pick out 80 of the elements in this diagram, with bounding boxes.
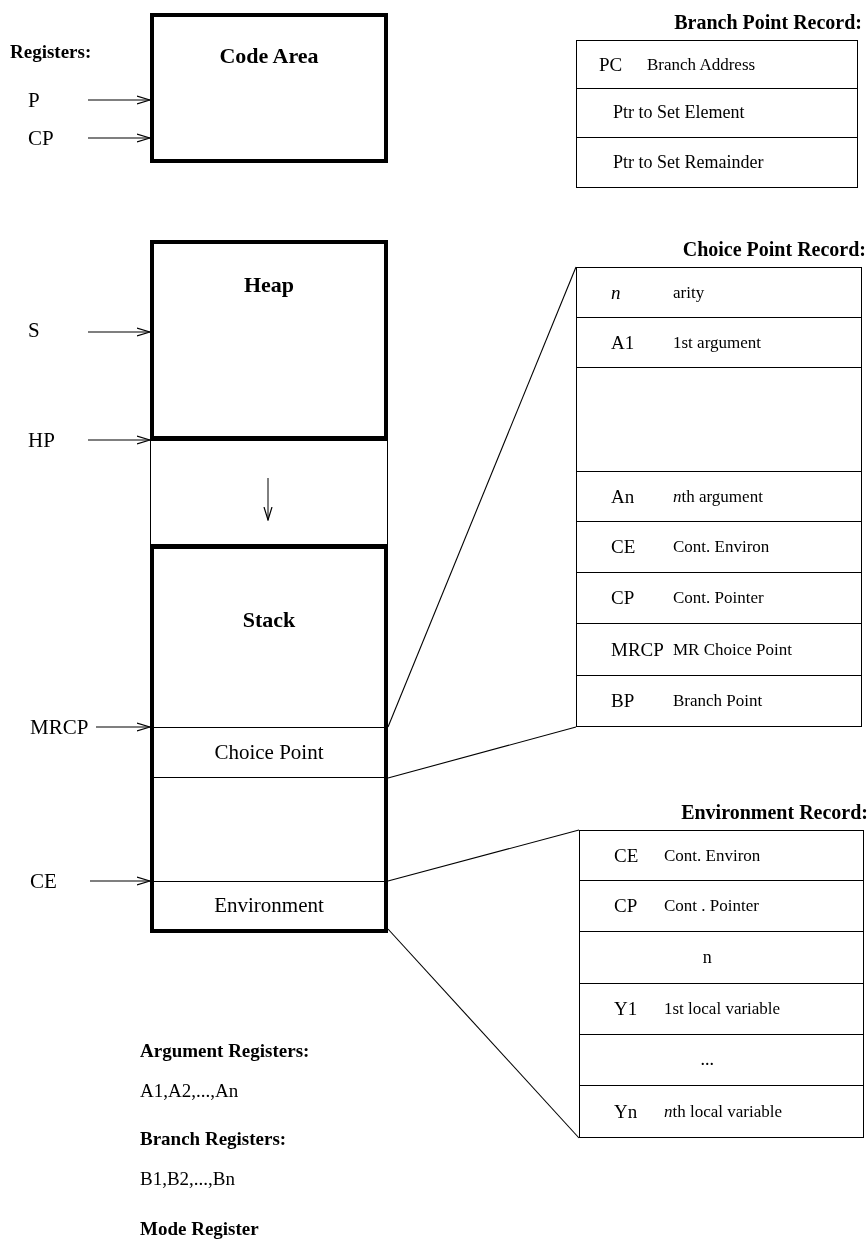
field-name: MRCP	[611, 638, 664, 661]
table-row	[576, 676, 862, 727]
field-name: An	[611, 485, 635, 508]
area-title: Stack	[241, 607, 297, 634]
register-name: CE	[30, 869, 58, 895]
pointer-arrow	[87, 133, 151, 143]
table-row	[576, 40, 858, 89]
table-row	[579, 932, 864, 984]
register-name: S	[28, 318, 41, 344]
register-name: CP	[28, 126, 55, 152]
record-heading: Branch Point Record:	[674, 10, 862, 34]
field-name: Yn	[614, 1100, 638, 1123]
area-title: Heap	[242, 272, 296, 299]
connector-line	[387, 829, 580, 882]
field-description: MR Choice Point	[673, 639, 792, 660]
table-row	[576, 472, 862, 522]
connector-line	[387, 266, 577, 728]
section-heading: Argument Registers:	[140, 1040, 310, 1063]
field-description: arity	[673, 282, 705, 303]
area-title: Code Area	[218, 43, 320, 70]
field-description: nth argument	[673, 486, 763, 507]
memory-area-box	[150, 240, 388, 440]
empty-table-row	[576, 368, 862, 472]
connector-line	[387, 726, 577, 779]
field-text: n	[702, 946, 712, 969]
field-text: Ptr to Set Element	[613, 102, 745, 124]
field-description: Branch Address	[647, 54, 756, 75]
register-list: B1,B2,...,Bn	[140, 1168, 236, 1191]
pointer-arrow	[87, 95, 151, 105]
section-heading: Registers:	[10, 41, 92, 64]
field-text: Ptr to Set Remainder	[613, 151, 764, 174]
field-text: ...	[700, 1049, 715, 1071]
frame-label: Environment	[214, 892, 324, 919]
section-heading: Mode Register	[140, 1218, 259, 1241]
connector-line	[387, 928, 580, 1139]
table-row	[579, 1086, 864, 1138]
register-list: A1,A2,...,An	[140, 1080, 239, 1103]
table-row	[579, 881, 864, 932]
frame-label: Choice Point	[214, 739, 324, 766]
field-description: nth local variable	[664, 1101, 782, 1122]
field-name: CE	[614, 844, 639, 867]
field-name: A1	[611, 331, 635, 354]
table-row	[576, 522, 862, 573]
memory-area-box	[150, 545, 388, 933]
field-name: BP	[611, 689, 635, 713]
table-row	[576, 318, 862, 368]
table-row	[579, 984, 864, 1035]
field-name: CP	[611, 586, 635, 610]
field-description: Cont. Environ	[664, 845, 761, 866]
field-name: CP	[614, 894, 638, 918]
register-name: P	[28, 88, 41, 114]
stack-frame	[154, 727, 384, 778]
register-name: MRCP	[30, 715, 90, 741]
section-heading: Branch Registers:	[140, 1128, 287, 1151]
table-row	[579, 1035, 864, 1086]
pointer-arrow	[89, 876, 151, 886]
table-row	[576, 89, 858, 138]
pointer-arrow	[95, 722, 151, 732]
field-description: 1st argument	[673, 332, 761, 353]
record-heading: Environment Record:	[681, 800, 867, 824]
field-description: Cont. Environ	[673, 536, 770, 558]
field-name: CE	[611, 535, 636, 559]
register-name: HP	[28, 428, 56, 454]
table-row	[576, 573, 862, 624]
field-name: Y1	[614, 997, 638, 1021]
table-row	[576, 267, 862, 318]
pointer-arrow	[87, 327, 151, 337]
field-name: PC	[599, 53, 623, 76]
pointer-arrow	[87, 435, 151, 445]
free-space-box	[150, 440, 388, 545]
field-description: Cont . Pointer	[664, 895, 759, 917]
field-name: n	[611, 281, 621, 304]
table-row	[576, 138, 858, 188]
memory-area-box	[150, 13, 388, 163]
field-description: 1st local variable	[664, 998, 781, 1020]
field-description: Branch Point	[673, 690, 763, 712]
table-row	[576, 624, 862, 676]
record-heading: Choice Point Record:	[682, 237, 866, 261]
table-row	[579, 830, 864, 881]
field-description: Cont. Pointer	[673, 587, 764, 609]
